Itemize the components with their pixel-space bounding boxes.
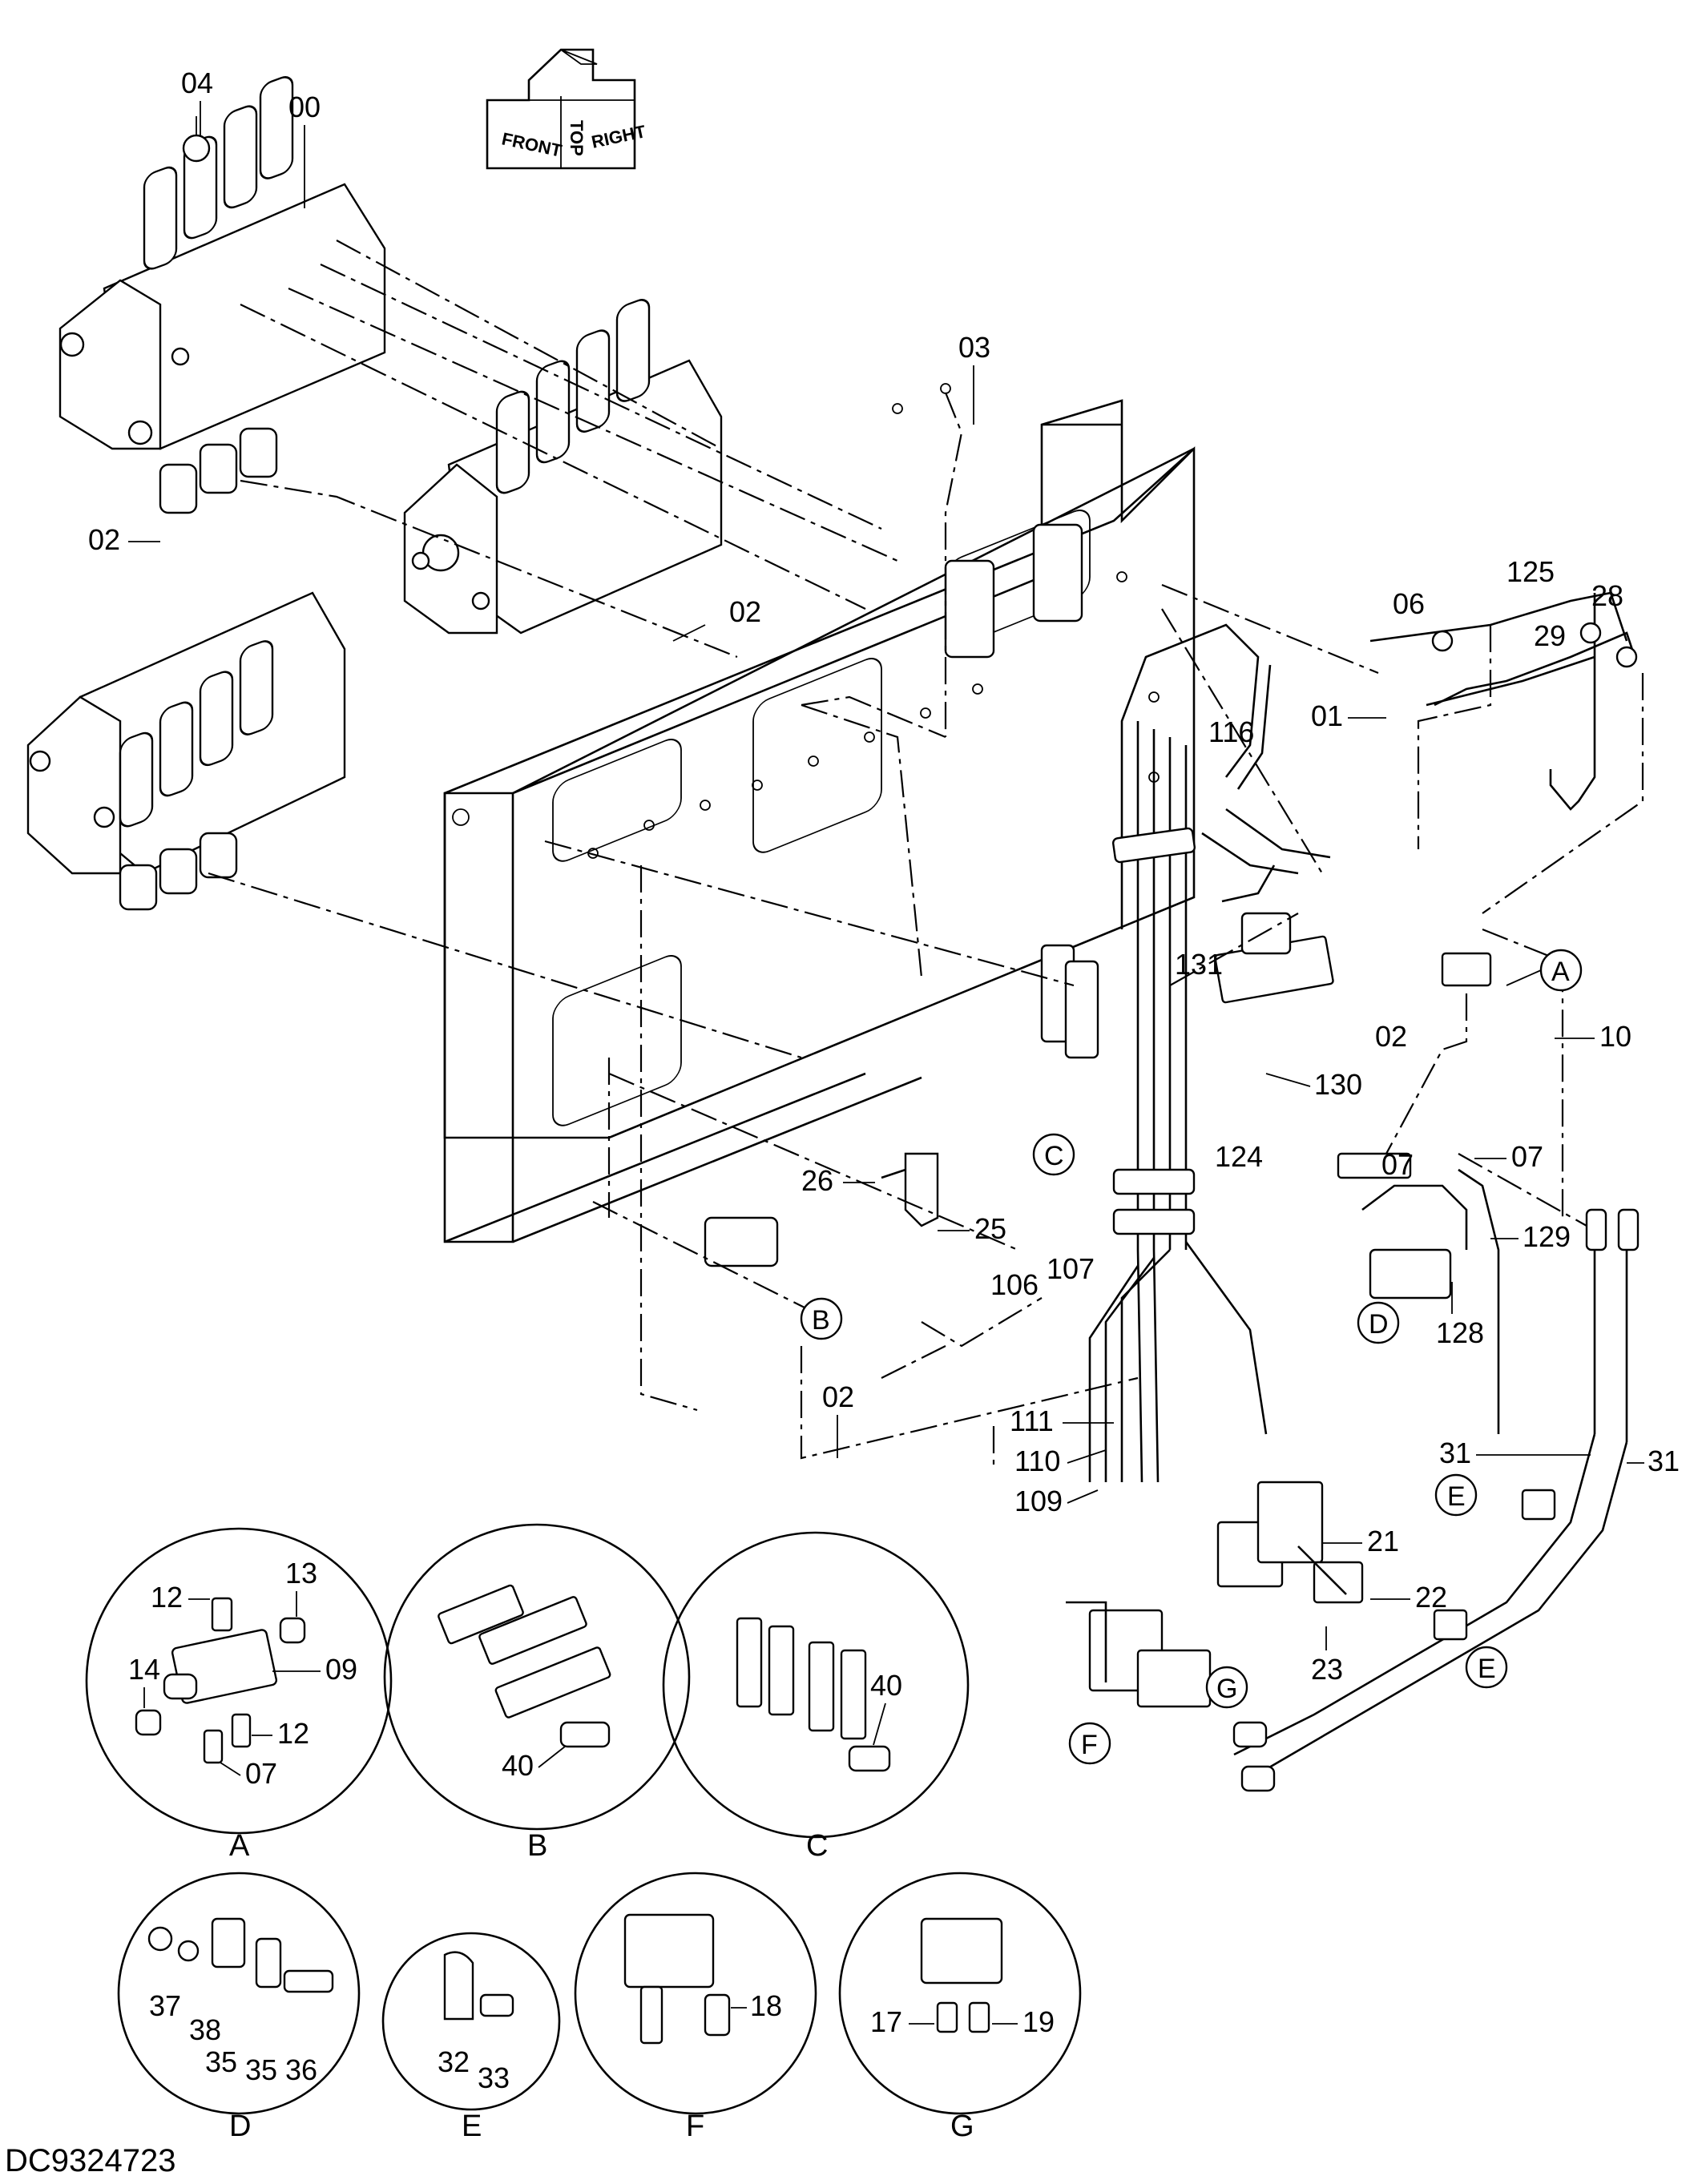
callout-31-left: 31 (1439, 1437, 1471, 1469)
detail-D-label-38: 38 (189, 2013, 221, 2046)
bubble-D: D (1369, 1309, 1389, 1340)
badge-top-label: TOP (567, 120, 587, 156)
callout-29: 29 (1534, 619, 1566, 652)
bubble-G: G (1216, 1674, 1237, 1704)
control-valve-middle (403, 299, 723, 635)
callout-02-lower: 02 (822, 1380, 854, 1413)
callout-129: 129 (1523, 1220, 1571, 1253)
callout-25: 25 (974, 1212, 1006, 1245)
detail-A-letter: A (229, 1829, 250, 1863)
badge-right-label: RIGHT (590, 121, 648, 152)
detail-A-label-09: 09 (325, 1653, 357, 1686)
pipe-holders (704, 523, 1292, 1267)
detail-D-label-35-b: 35 (245, 2053, 277, 2086)
detail-B-letter: B (527, 1829, 547, 1863)
callout-07-left: 07 (1381, 1148, 1414, 1181)
callout-10: 10 (1599, 1020, 1631, 1053)
detail-F: 18 F (574, 1872, 817, 2143)
callout-21: 21 (1367, 1525, 1399, 1557)
bubble-C: C (1044, 1141, 1064, 1171)
bubble-B: B (812, 1305, 830, 1336)
detail-A-label-07: 07 (245, 1757, 277, 1790)
callout-06: 06 (1393, 587, 1425, 620)
badge-front-label: FRONT (500, 128, 564, 160)
detail-A-label-12-bottom: 12 (277, 1717, 309, 1750)
callout-125: 125 (1506, 555, 1555, 588)
callout-130: 130 (1314, 1068, 1362, 1101)
detail-D: 37 38 35 35 36 D (117, 1872, 361, 2143)
callout-124: 124 (1215, 1140, 1263, 1173)
callout-107: 107 (1047, 1252, 1095, 1285)
detail-G-label-19: 19 (1022, 2005, 1055, 2038)
detail-A-label-12-top: 12 (151, 1581, 183, 1614)
reference-lines (208, 240, 1644, 1466)
detail-D-label-36: 36 (285, 2053, 317, 2086)
detail-C-label-40: 40 (870, 1669, 902, 1702)
detail-E-letter: E (462, 2109, 482, 2143)
callout-02-right: 02 (1375, 1020, 1407, 1053)
detail-G: 17 19 G (838, 1872, 1082, 2143)
reference-bubbles: A B C D E E F G (800, 949, 1583, 1765)
detail-G-letter: G (950, 2109, 974, 2143)
callout-31-right: 31 (1648, 1445, 1680, 1477)
bubble-E-upper: E (1447, 1481, 1466, 1512)
detail-F-label-18: 18 (750, 1989, 782, 2022)
detail-B-label-40: 40 (502, 1749, 534, 1782)
detail-C: 40 C (662, 1531, 970, 1863)
detail-A-label-13: 13 (285, 1557, 317, 1590)
detail-D-letter: D (229, 2109, 251, 2143)
callout-128: 128 (1436, 1316, 1484, 1349)
callout-131: 131 (1175, 948, 1223, 981)
callout-00: 00 (288, 91, 321, 123)
callout-07-right: 07 (1511, 1140, 1543, 1173)
callout-109: 109 (1014, 1485, 1063, 1517)
detail-E: 32 33 E (381, 1932, 561, 2143)
callout-03: 03 (958, 331, 990, 364)
callout-28: 28 (1591, 579, 1623, 612)
document-id: DC9324723 (5, 2143, 176, 2178)
detail-C-letter: C (806, 1829, 828, 1863)
callout-111: 111 (1010, 1404, 1054, 1437)
detail-A: 12 13 09 14 12 07 A (85, 1527, 393, 1863)
callout-116: 116 (1208, 715, 1254, 748)
callout-106: 106 (990, 1268, 1039, 1301)
bubble-A: A (1551, 957, 1570, 987)
orientation-badge: TOP FRONT RIGHT (486, 48, 648, 170)
detail-B: 40 B (383, 1523, 691, 1863)
callout-01: 01 (1311, 699, 1343, 732)
main-frame (443, 383, 1196, 1243)
callout-02-left: 02 (88, 523, 120, 556)
detail-E-label-33: 33 (478, 2061, 510, 2094)
control-valve-lower (26, 591, 346, 911)
control-valve-upper (58, 76, 386, 514)
callout-26: 26 (801, 1164, 833, 1197)
bubble-F: F (1081, 1730, 1098, 1760)
detail-G-label-17: 17 (870, 2005, 902, 2038)
detail-E-label-32: 32 (438, 2045, 470, 2078)
callout-02-mid: 02 (729, 595, 761, 628)
callout-04: 04 (181, 66, 213, 99)
bubble-E-lower: E (1478, 1654, 1496, 1684)
detail-A-label-14: 14 (128, 1653, 160, 1686)
detail-D-label-35-a: 35 (205, 2045, 237, 2078)
callout-23: 23 (1311, 1653, 1343, 1686)
callout-22: 22 (1415, 1581, 1447, 1614)
detail-F-letter: F (686, 2109, 704, 2143)
detail-D-label-37: 37 (149, 1989, 181, 2022)
callout-labels: 04 00 03 02 02 125 06 28 29 01 116 131 0… (88, 66, 1680, 1686)
callout-110: 110 (1014, 1445, 1060, 1477)
